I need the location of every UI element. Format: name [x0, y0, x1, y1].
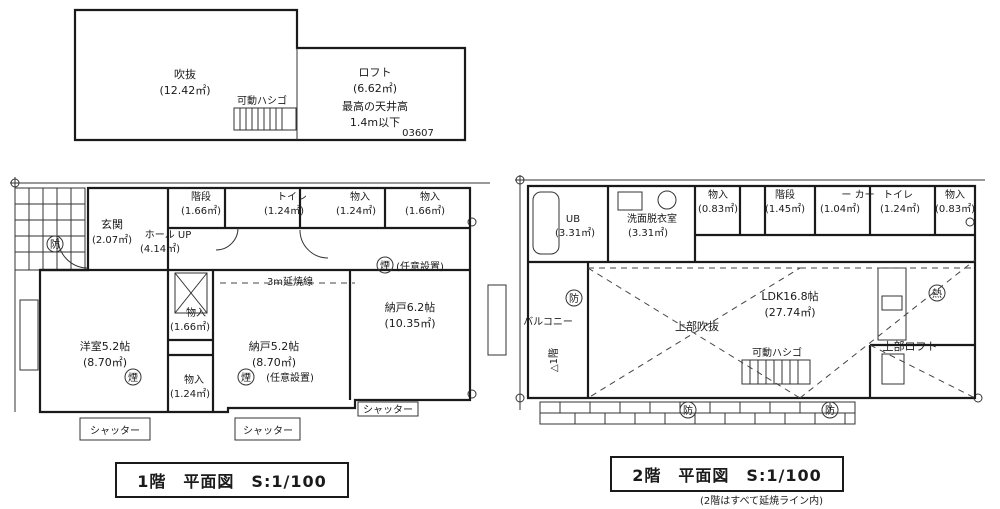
- heat-detector-mark: [928, 284, 946, 302]
- f2-closet-label: ー カー: [841, 189, 874, 201]
- loft-area: (6.62㎡): [353, 82, 397, 95]
- f1-shutter-label-1: シャッター: [90, 425, 140, 437]
- f1-storage2-area: (1.66㎡): [405, 205, 445, 217]
- f2-heat-mark-text: 熱: [932, 287, 942, 300]
- floor2-fire-note: (2階はすべて延焼ライン内): [700, 496, 824, 507]
- f1-storage3-area: (1.66㎡): [170, 321, 210, 333]
- f2-ldk-area: (27.74㎡): [764, 306, 815, 319]
- shutter-left: [19, 299, 39, 371]
- f2-stairs-area: (1.45㎡): [765, 203, 805, 215]
- f2-toilet-area: (1.04㎡): [820, 203, 860, 215]
- ceiling-height-label: 最高の天井高: [342, 99, 408, 113]
- f2-stairs-label: 階段: [775, 188, 795, 201]
- smoke-detector-mark-2: [237, 368, 255, 386]
- washbasin-icon: [617, 191, 643, 211]
- floor1-stair-icon: [174, 272, 208, 314]
- f2-upper-void-label: 上部吹抜: [675, 319, 719, 333]
- floor1-title: 1階 平面図 S:1/100: [115, 462, 349, 498]
- f1-hall-label: ホール UP: [145, 229, 192, 241]
- loft-ladder-label: 可動ハシゴ: [237, 94, 287, 107]
- f2-ladder-label: 可動ハシゴ: [752, 346, 802, 359]
- floor2-plan: UB (3.31㎡) 洗面脱衣室 (3.31㎡) 物入 (0.83㎡) 階段 (…: [515, 175, 985, 425]
- f2-storage1-area: (0.83㎡): [698, 203, 738, 215]
- shutter-right: [487, 284, 507, 356]
- f1-smoke-mark-text-3: 煙: [380, 260, 390, 272]
- f1-hall-area: (4.14㎡): [140, 243, 180, 255]
- loft-plan: 吹抜 (12.42㎡) ロフト (6.62㎡) 最高の天井高 1.4m以下 可動…: [73, 8, 467, 142]
- f1-nando1-label: 納戸5.2帖: [249, 340, 300, 353]
- f2-storage3-label: 物入: [945, 188, 965, 201]
- f1-prevent-mark-text: 防: [50, 238, 60, 251]
- f2-upper-loft-label: 上部ロフト: [883, 339, 938, 353]
- f1-toilet-area: (1.24㎡): [264, 205, 304, 217]
- fukinuke-label: 吹抜: [174, 67, 196, 81]
- f2-ub-area: (3.31㎡): [555, 227, 595, 239]
- f1-nando2-area: (10.35㎡): [384, 317, 435, 330]
- f1-smoke-mark-text-1: 煙: [128, 372, 138, 384]
- f1-stairs-area: (1.66㎡): [181, 205, 221, 217]
- f1-storage4-label: 物入: [184, 373, 204, 386]
- f2-prevent-mark-text-3: 防: [825, 404, 835, 417]
- stove-icon: [881, 353, 905, 385]
- f1-stairs-label: 階段: [191, 190, 211, 203]
- shutter-bottom-3: [357, 401, 419, 417]
- fire-prevention-mark: [46, 235, 64, 253]
- f1-storage1-label: 物入: [350, 190, 370, 203]
- f1-storage2-label: 物入: [420, 190, 440, 203]
- f2-prevent-mark-3: [821, 401, 839, 419]
- f1-shutter-label-2: シャッター: [243, 425, 293, 437]
- f1-nando1-area: (8.70㎡): [252, 356, 296, 369]
- f1-storage4-area: (1.24㎡): [170, 388, 210, 400]
- smoke-detector-mark-1: [124, 368, 142, 386]
- f1-smoke-mark-text-2: 煙: [241, 372, 251, 384]
- floor1-plan: 階段 (1.66㎡) トイレ (1.24㎡) 物入 (1.24㎡) 物入 (1.…: [10, 177, 507, 441]
- f2-prevent-mark-text-2: 防: [683, 404, 693, 417]
- ceiling-height-value: 1.4m以下: [350, 116, 400, 129]
- f2-balcony-label: バルコニー: [523, 316, 573, 328]
- f1-fire-line-label: 3m延焼線: [267, 275, 313, 288]
- f2-prevent-mark-text-1: 防: [569, 292, 579, 305]
- f2-washroom-label: 洗面脱衣室: [627, 212, 677, 225]
- f2-ub-label: UB: [566, 214, 580, 225]
- entrance-tiles: [14, 187, 86, 271]
- f1-nando2-label: 納戸6.2帖: [385, 301, 436, 314]
- floor2-title: 2階 平面図 S:1/100: [610, 456, 844, 492]
- f2-storage2-area: (1.24㎡): [880, 203, 920, 215]
- f1-optional-label-2: (任意設置): [266, 371, 314, 384]
- f2-ladder-icon: [741, 359, 811, 385]
- f2-storage1-label: 物入: [708, 188, 728, 201]
- f1-toilet-label: トイレ: [277, 192, 307, 203]
- f1-western-room-label: 洋室5.2帖: [80, 339, 131, 353]
- shutter-bottom-2: [234, 417, 301, 441]
- f2-prevent-mark-2: [679, 401, 697, 419]
- f2-ldk-label: LDK16.8帖: [761, 290, 818, 303]
- f2-prevent-mark-1: [565, 289, 583, 307]
- loft-label: ロフト: [359, 66, 392, 79]
- f2-washroom-area: (3.31㎡): [628, 227, 668, 239]
- f1-storage1-area: (1.24㎡): [336, 205, 376, 217]
- smoke-detector-mark-3: [376, 256, 394, 274]
- f1-western-room-area: (8.70㎡): [83, 356, 127, 369]
- bathtub-icon: [532, 191, 560, 255]
- washing-machine-icon: [657, 190, 677, 210]
- balcony-deck: [539, 401, 856, 425]
- f2-storage3-area: (0.83㎡): [935, 203, 975, 215]
- shutter-bottom-1: [79, 417, 151, 441]
- f1-entrance-area: (2.07㎡): [92, 234, 132, 246]
- f1-shutter-label-3: シャッター: [363, 404, 413, 416]
- f1-storage3-label: 物入: [186, 306, 206, 319]
- fukinuke-area: (12.42㎡): [159, 84, 210, 97]
- f1-optional-label-1: (任意設置): [396, 260, 444, 273]
- drawing-code: 03607: [402, 128, 434, 139]
- loft-ladder-icon: [233, 107, 297, 131]
- f2-toilet-label: トイレ: [883, 190, 913, 201]
- f2-stairs-mark: △1階: [548, 348, 560, 372]
- f1-entrance-label: 玄関: [101, 217, 123, 231]
